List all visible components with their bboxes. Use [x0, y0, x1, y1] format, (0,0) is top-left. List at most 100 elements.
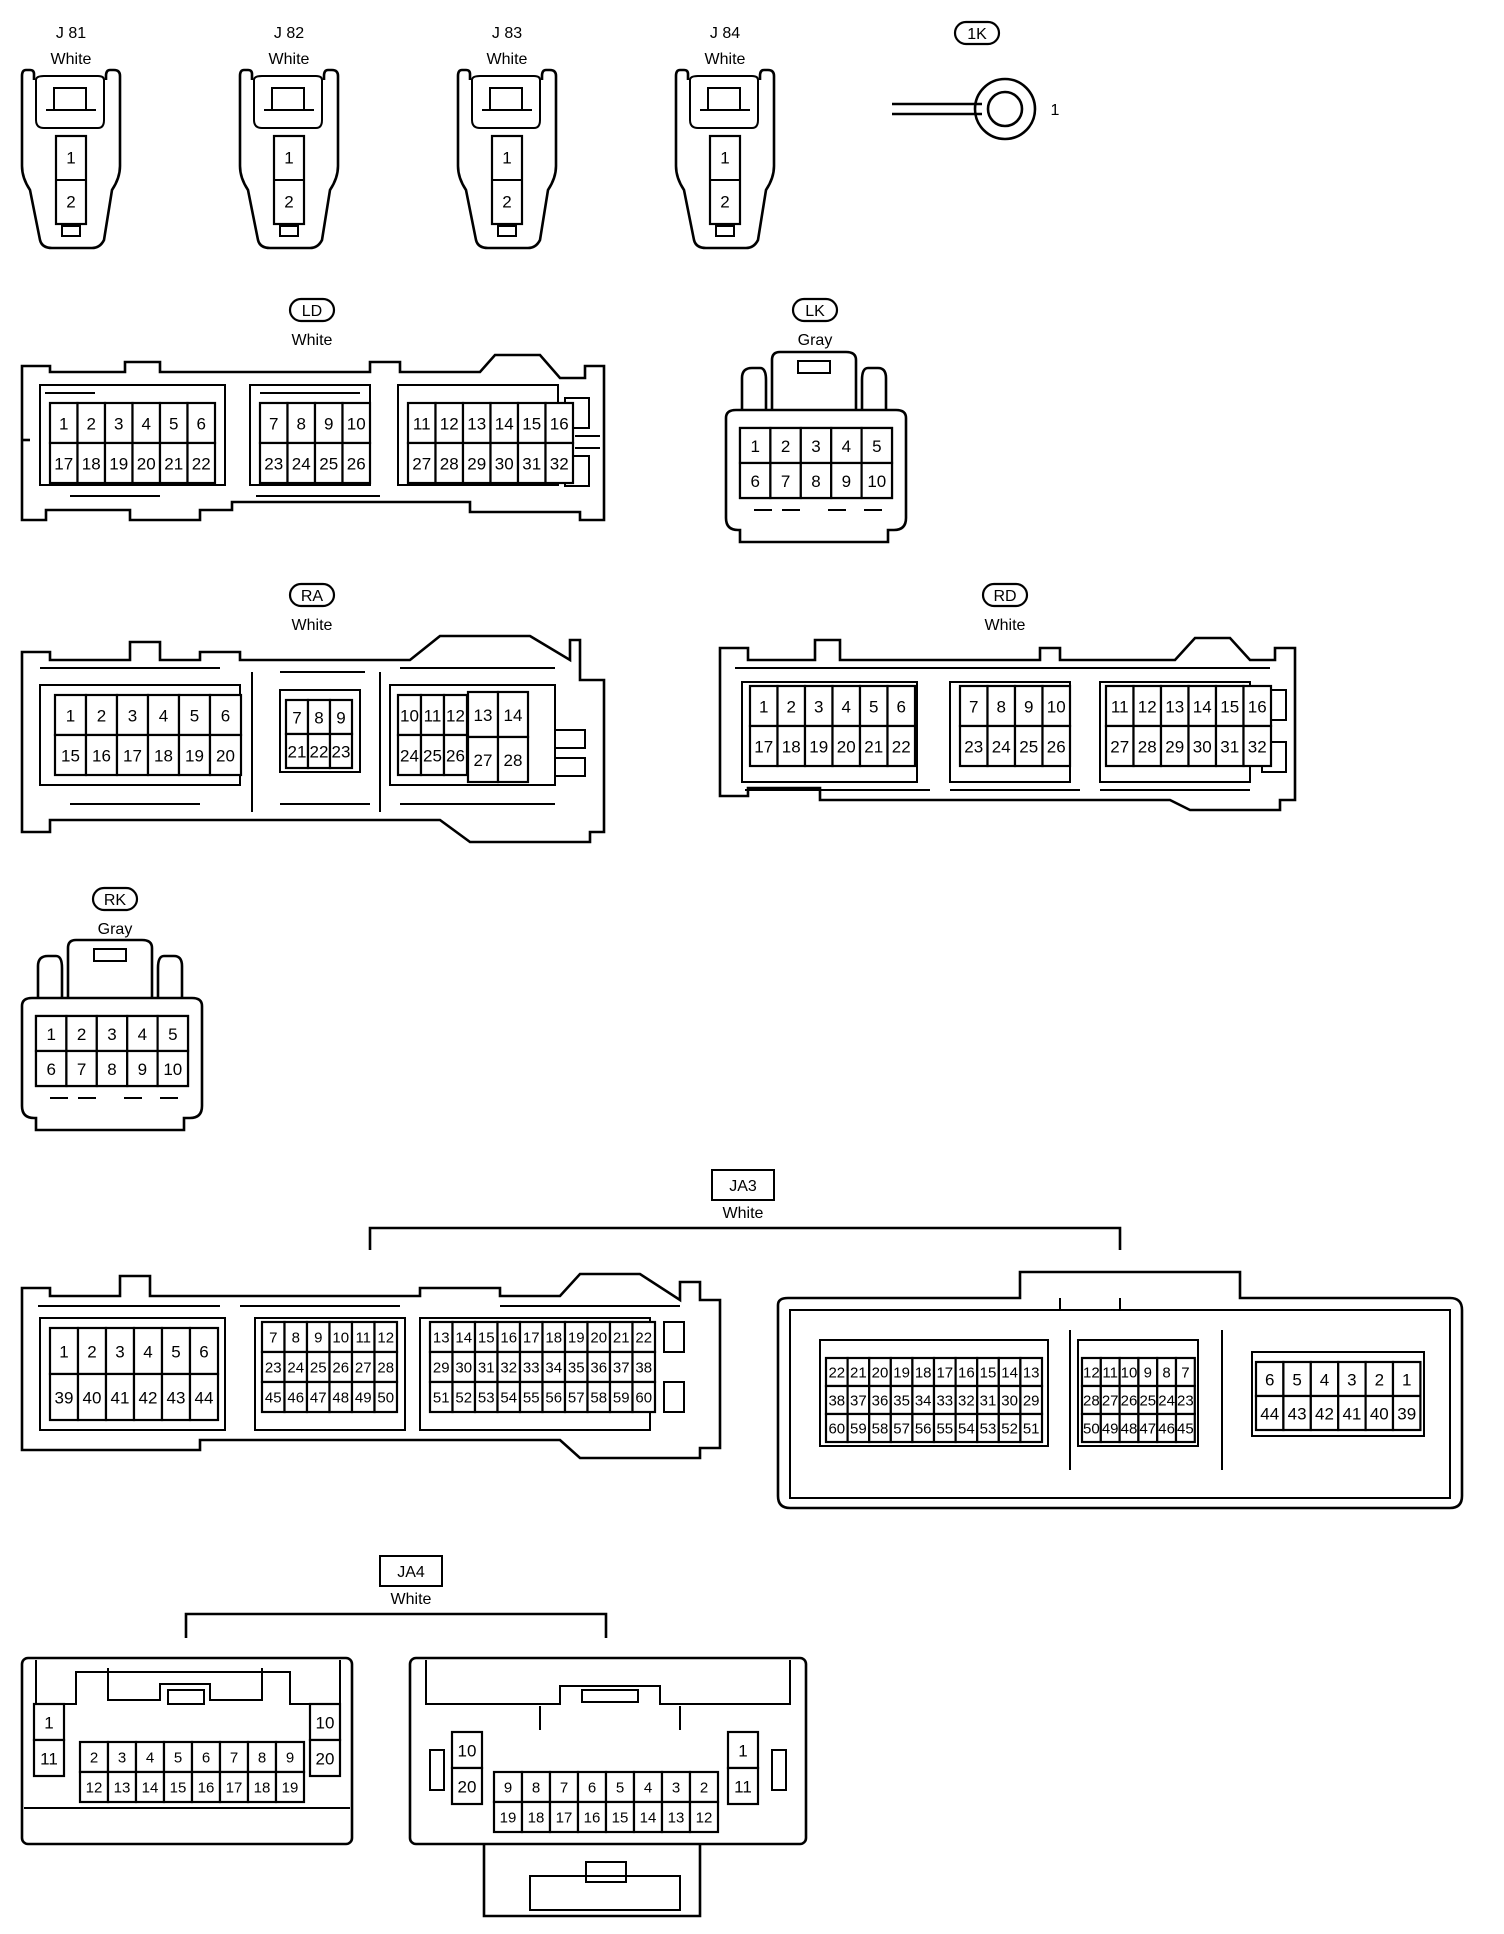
connector-j84-color: White: [705, 51, 746, 68]
pin-cell: [177, 733, 212, 777]
pin-number: 25: [1019, 738, 1038, 757]
pin-number: 22: [310, 743, 329, 762]
pin-number: 19: [282, 1780, 299, 1797]
pin-cell: [258, 401, 289, 445]
pin-number: 30: [455, 1360, 472, 1377]
pin-number: 4: [143, 1343, 152, 1362]
pin-number: 16: [550, 415, 569, 434]
pin-number: 8: [314, 709, 323, 728]
pin-number: 31: [522, 455, 541, 474]
connector-j83-color: White: [487, 51, 528, 68]
connector-j84-name: J 84: [710, 25, 740, 42]
pin-number: 16: [198, 1780, 215, 1797]
pin-number: 28: [377, 1360, 394, 1377]
pin-number: 37: [613, 1360, 630, 1377]
pin-number: 19: [568, 1330, 585, 1347]
pin-number: 43: [1288, 1405, 1307, 1424]
pin-cell: [776, 684, 807, 728]
pin-cell: [450, 1766, 484, 1806]
pin-number: 16: [92, 747, 111, 766]
pin-number: 54: [500, 1390, 517, 1407]
pin-number: 45: [265, 1390, 282, 1407]
pin-number: 44: [1260, 1405, 1279, 1424]
pin-number: 6: [199, 1343, 208, 1362]
pin-number: 57: [893, 1421, 910, 1438]
pin-number: 46: [1158, 1421, 1175, 1438]
pin-number: 3: [114, 415, 123, 434]
pin-number: 7: [269, 415, 278, 434]
pin-number: 7: [292, 709, 301, 728]
pin-cell: [146, 733, 181, 777]
pin-number: 46: [287, 1390, 304, 1407]
pin-cell: [1019, 1412, 1044, 1444]
connector-ra-color: White: [292, 617, 333, 634]
pin-cell: [274, 1770, 306, 1804]
pin-number: 5: [1292, 1371, 1301, 1390]
pin-number: 21: [288, 743, 307, 762]
pin-cell: [274, 1740, 306, 1774]
pin-number: 2: [1375, 1371, 1384, 1390]
pin-number: 20: [458, 1778, 477, 1797]
pin-cell: [726, 1766, 760, 1806]
pin-number: 15: [170, 1780, 187, 1797]
pin-cell: [799, 461, 833, 500]
pin-number: 29: [433, 1360, 450, 1377]
pin-cell: [660, 1800, 692, 1834]
pin-number: 7: [560, 1780, 568, 1797]
pin-number: 11: [355, 1330, 371, 1347]
pin-number: 14: [455, 1330, 472, 1347]
pin-number: 23: [265, 1360, 282, 1377]
pin-cell: [1041, 724, 1072, 768]
connector-ra-name: RA: [301, 588, 324, 605]
pin-cell: [76, 401, 107, 445]
pin-number: 42: [1315, 1405, 1334, 1424]
pin-number: 27: [1110, 738, 1129, 757]
pin-number: 13: [1165, 698, 1184, 717]
pin-number: 19: [185, 747, 204, 766]
pin-number: 28: [504, 751, 523, 770]
pin-number: 5: [169, 415, 178, 434]
pin-number: 36: [872, 1393, 889, 1410]
pin-number: 50: [377, 1390, 394, 1407]
pin-number: 7: [781, 472, 790, 491]
pin-number: 14: [1001, 1365, 1018, 1382]
pin-number: 39: [1397, 1405, 1416, 1424]
pin-number: 17: [936, 1365, 953, 1382]
pin-number: 27: [412, 455, 431, 474]
pin-number: 4: [146, 1750, 154, 1767]
pin-number: 12: [377, 1330, 394, 1347]
pin-cell: [84, 693, 119, 737]
pin-cell: [134, 1770, 166, 1804]
pin-number: 18: [254, 1780, 271, 1797]
pin-number: 23: [264, 455, 283, 474]
pin-number: 13: [1023, 1365, 1040, 1382]
connector-1k-name: 1K: [967, 26, 987, 43]
connector-ja3-color: White: [723, 1205, 764, 1222]
connector-j81-name: J 81: [56, 25, 86, 42]
pin-cell: [886, 684, 917, 728]
pin-cell: [1242, 724, 1273, 768]
pin-number: 1: [759, 698, 768, 717]
connector-j82-name: J 82: [274, 25, 304, 42]
pin-number: 25: [319, 455, 338, 474]
pin-cell: [34, 1014, 68, 1053]
pin-number: 25: [423, 747, 442, 766]
pin-number: 18: [915, 1365, 932, 1382]
pin-number: 2: [781, 437, 790, 456]
connector-ja4-name: JA4: [397, 1564, 425, 1581]
pin-number: 4: [159, 707, 168, 726]
pin-cell: [373, 1380, 399, 1414]
pin-number: 35: [568, 1360, 585, 1377]
pin-number: 9: [314, 1330, 322, 1347]
pin-number: 32: [1248, 738, 1267, 757]
pin-number: 9: [286, 1750, 294, 1767]
pin-number: 41: [111, 1389, 130, 1408]
pin-number: 6: [897, 698, 906, 717]
pin-number: 3: [118, 1750, 126, 1767]
pin-number: 22: [828, 1365, 845, 1382]
pin-number: 21: [850, 1365, 867, 1382]
connector-j82: J 82 White 1 2: [238, 25, 340, 250]
pin-number: 17: [556, 1810, 573, 1827]
pin-number: 10: [1121, 1365, 1138, 1382]
pin-number: 1: [46, 1025, 55, 1044]
